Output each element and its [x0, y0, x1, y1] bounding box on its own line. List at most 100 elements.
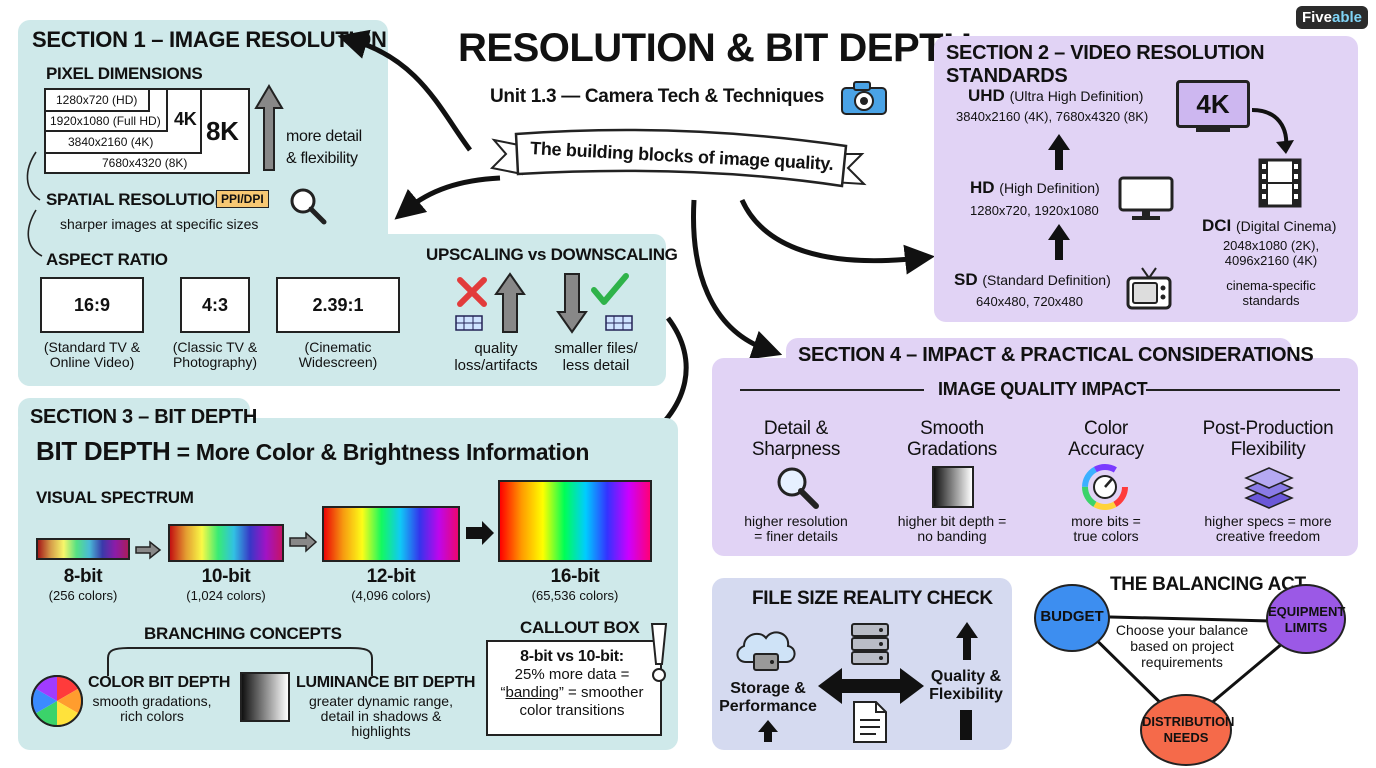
- up-arrow-icon: [758, 720, 778, 742]
- bar-icon: [960, 710, 972, 740]
- arrow-right-icon: [135, 540, 162, 560]
- page-subtitle: Unit 1.3 — Camera Tech & Techniques: [490, 86, 825, 107]
- bit-16-label: 16-bit(65,536 colors): [531, 566, 619, 603]
- page-title: RESOLUTION & BIT DEPTH: [458, 26, 972, 70]
- cloud-icon: [736, 631, 796, 671]
- balance-triangle: [1068, 614, 1313, 729]
- section-2-title: SECTION 2 – VIDEO RESOLUTION STANDARDS: [946, 42, 1265, 87]
- downscale-description: smaller files/less detail: [554, 340, 638, 374]
- server-icon: [851, 623, 889, 665]
- aspect-ratio-title: ASPECT RATIO: [46, 250, 168, 269]
- dim-4k: 3840x2160 (4K): [68, 135, 154, 149]
- section-3-title: SECTION 3 – BIT DEPTH: [30, 406, 258, 428]
- layers-icon: [1244, 467, 1294, 509]
- ribbon-banner: [489, 128, 867, 188]
- uhd-resolutions: 3840x2160 (4K), 7680x4320 (8K): [956, 109, 1149, 124]
- downscale-icon: [556, 273, 633, 334]
- film-strip-icon: [1258, 158, 1302, 208]
- callout-box-title: CALLOUT BOX: [520, 618, 640, 637]
- impact-lines: [740, 389, 1340, 391]
- quality-label: Quality &Flexibility: [929, 668, 1003, 703]
- impact-gradations-desc: higher bit depth =no banding: [897, 513, 1007, 544]
- sd-heading: SD (Standard Definition): [954, 270, 1111, 289]
- magnifier-icon: [777, 467, 819, 509]
- image-quality-impact-title: IMAGE QUALITY IMPACT: [938, 379, 1148, 399]
- storage-label: Storage &Performance: [719, 680, 817, 715]
- camera-icon: [841, 81, 887, 115]
- connector-arrow-icon: [26, 151, 43, 257]
- section-4-title: SECTION 4 – IMPACT & PRACTICAL CONSIDERA…: [798, 344, 1314, 366]
- spectrum-16bit: [498, 480, 652, 562]
- bit-depth-headline: BIT DEPTH = More Color & Brightness Info…: [36, 436, 590, 466]
- color-bit-depth-desc: smooth gradations,rich colors: [92, 693, 212, 724]
- hd-resolutions: 1280x720, 1920x1080: [970, 203, 1099, 218]
- budget-circle: BUDGET: [1034, 584, 1110, 652]
- tv-4k-stand: [1196, 128, 1230, 132]
- label-4k: 4K: [174, 109, 197, 129]
- magnifier-icon: [290, 188, 327, 225]
- upscale-icon: [455, 272, 526, 333]
- up-arrow-icon: [1048, 224, 1070, 260]
- curve-arrow-icon: [1251, 108, 1294, 154]
- bit-12-label: 12-bit(4,096 colors): [351, 566, 431, 603]
- fiveable-logo: Fiveable: [1295, 6, 1368, 29]
- arrow-right-icon: [289, 531, 318, 553]
- callout-text: 8-bit vs 10-bit: 25% more data = “bandin…: [500, 648, 644, 719]
- up-arrow-icon: [1048, 134, 1070, 170]
- bit-10-label: 10-bit(1,024 colors): [186, 566, 266, 603]
- ratio-desc-4-3: (Classic TV &Photography): [172, 339, 258, 370]
- ppi-badge: PPI/DPI: [216, 190, 269, 208]
- color-wheel-icon: [31, 675, 83, 727]
- balancing-act-title: THE BALANCING ACT: [1110, 574, 1306, 595]
- file-size-title: FILE SIZE REALITY CHECK: [752, 588, 993, 609]
- branching-lines: [107, 647, 373, 676]
- hd-heading: HD (High Definition): [970, 178, 1100, 197]
- arrow-right-icon: [466, 521, 494, 545]
- impact-detail-title: Detail &Sharpness: [751, 418, 841, 460]
- tv-4k-icon: 4K: [1176, 80, 1250, 128]
- color-bit-depth-title: COLOR BIT DEPTH: [88, 674, 231, 691]
- more-detail-label: more detail: [286, 128, 362, 145]
- gradient-square-icon: [932, 466, 974, 508]
- impact-color-desc: more bits =true colors: [1071, 513, 1141, 544]
- box-hd: [44, 88, 150, 112]
- dim-8k: 7680x4320 (8K): [102, 156, 188, 170]
- section-1-title: SECTION 1 – IMAGE RESOLUTION: [32, 27, 387, 52]
- luminance-gradient-icon: [240, 672, 290, 722]
- ratio-box-4-3: 4:3: [180, 277, 250, 333]
- document-icon: [853, 701, 887, 743]
- exclamation-icon: [650, 623, 668, 682]
- scaling-title: UPSCALING vs DOWNSCALING: [426, 245, 678, 264]
- uhd-heading: UHD (Ultra High Definition): [968, 86, 1144, 105]
- double-arrow-icon: [818, 668, 924, 704]
- spatial-resolution-title: SPATIAL RESOLUTION: [46, 190, 227, 209]
- branching-concepts-title: BRANCHING CONCEPTS: [144, 624, 342, 643]
- up-arrow-icon: [254, 84, 284, 171]
- monitor-icon: [1118, 176, 1174, 220]
- sd-resolutions: 640x480, 720x480: [976, 294, 1083, 309]
- flexibility-label: & flexibility: [286, 150, 358, 167]
- impact-detail-desc: higher resolution= finer details: [744, 513, 848, 544]
- ratio-box-16-9: 16:9: [40, 277, 144, 333]
- spectrum-10bit: [168, 524, 284, 562]
- label-8k: 8K: [206, 116, 239, 146]
- luminance-bit-depth-desc: greater dynamic range,detail in shadows …: [309, 693, 453, 739]
- retro-tv-icon: [1126, 267, 1172, 310]
- callout-box: [486, 640, 662, 736]
- ratio-desc-16-9: (Standard TV &Online Video): [43, 339, 141, 370]
- visual-spectrum-title: VISUAL SPECTRUM: [36, 488, 194, 507]
- spatial-description: sharper images at specific sizes: [60, 216, 259, 232]
- dim-hd: 1280x720 (HD): [56, 93, 138, 107]
- luminance-bit-depth-title: LUMINANCE BIT DEPTH: [296, 674, 476, 691]
- ratio-box-2-39: 2.39:1: [276, 277, 400, 333]
- dci-resolutions: 2048x1080 (2K),4096x2160 (4K): [1222, 238, 1320, 268]
- dim-fullhd: 1920x1080 (Full HD): [50, 114, 161, 128]
